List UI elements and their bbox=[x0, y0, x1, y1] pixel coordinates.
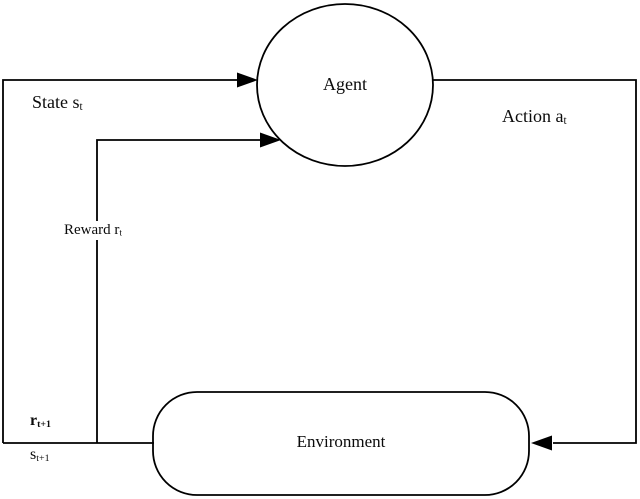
action-line bbox=[433, 79, 637, 444]
environment-label-text: Environment bbox=[296, 432, 386, 451]
state-arrowhead-icon bbox=[237, 72, 258, 88]
action-label: Action at bbox=[502, 106, 567, 127]
state-next-label: st+1 bbox=[30, 446, 50, 464]
reward-arrowhead-icon bbox=[260, 132, 281, 148]
reward-next-label: rt+1 bbox=[30, 412, 52, 430]
agent-label: Agent bbox=[257, 74, 433, 95]
agent-node-circle bbox=[256, 3, 434, 167]
state-label: State st bbox=[32, 92, 83, 113]
agent-label-text: Agent bbox=[323, 74, 367, 94]
reward-line bbox=[96, 139, 261, 443]
environment-arrowhead-icon bbox=[531, 435, 552, 451]
state-feedback-line bbox=[2, 79, 238, 443]
environment-label: Environment bbox=[153, 432, 529, 452]
reward-label: Reward rt bbox=[61, 221, 125, 241]
